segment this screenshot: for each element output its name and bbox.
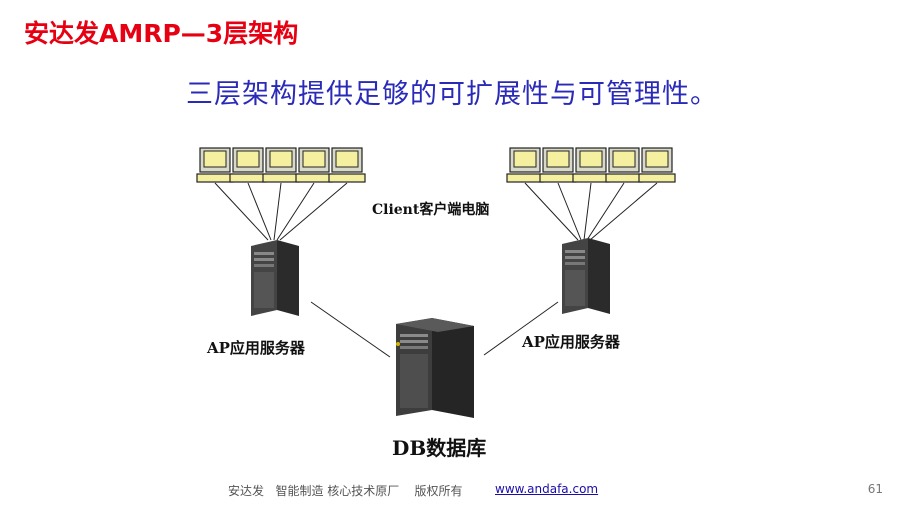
client-pc-icon (539, 147, 577, 183)
db-server-icon (396, 318, 474, 418)
client-links-right (524, 182, 658, 241)
client-links-left (214, 182, 348, 241)
slide-title: 安达发AMRP—3层架构 (24, 19, 299, 48)
footer-text: 安达发 智能制造 核心技术原厂 版权所有 (228, 484, 463, 498)
client-pc-icon (229, 147, 267, 183)
client-label: Client客户端电脑 (372, 202, 490, 218)
client-pc-group-left (196, 147, 366, 183)
client-pc-icon (506, 147, 544, 183)
slide-subtitle: 三层架构提供足够的可扩展性与可管理性。 (186, 79, 718, 110)
client-pc-icon (295, 147, 333, 183)
page-number: 61 (867, 482, 883, 496)
ap-server-right-label: AP应用服务器 (522, 333, 620, 351)
ap-db-link-left (310, 301, 391, 358)
ap-server-left-label: AP应用服务器 (207, 339, 305, 357)
db-label: DB数据库 (392, 436, 487, 460)
ap-server-left-icon (251, 240, 299, 316)
footer-website-link[interactable]: www.andafa.com (495, 482, 599, 496)
ap-server-right-icon (562, 238, 610, 314)
client-pc-group-right (506, 147, 676, 183)
client-pc-icon (638, 147, 676, 183)
client-pc-icon (328, 147, 366, 183)
client-pc-icon (605, 147, 643, 183)
client-pc-icon (572, 147, 610, 183)
client-pc-icon (196, 147, 234, 183)
client-pc-icon (262, 147, 300, 183)
ap-db-link-right (483, 301, 559, 356)
